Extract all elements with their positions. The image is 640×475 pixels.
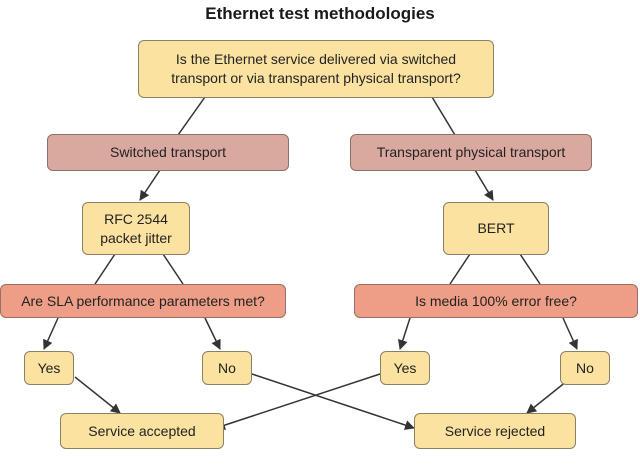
node-media-question: Is media 100% error free? — [354, 284, 638, 318]
transport-question-line-2: transport or via transparent physical tr… — [171, 70, 461, 86]
arrow-transparent-to-bert — [474, 169, 494, 201]
arrow-media-to-no — [562, 317, 578, 350]
arrow-sla-to-no — [204, 317, 221, 350]
connector-rfc-left — [94, 253, 116, 285]
connector-question-to-transparent — [431, 96, 456, 136]
connector-question-to-switched — [177, 96, 206, 136]
connector-bert-right — [519, 253, 541, 285]
rfc-line-2: packet jitter — [100, 229, 172, 246]
transport-question-line-1: Is the Ethernet service delivered via sw… — [175, 51, 457, 67]
arrow-media-yes-to-accepted — [215, 373, 381, 430]
node-switched-transport: Switched transport — [47, 134, 289, 171]
arrow-switched-to-rfc — [139, 169, 161, 201]
arrow-sla-yes-to-accepted — [74, 376, 121, 414]
node-sla-no: No — [202, 351, 252, 385]
arrow-sla-to-yes — [43, 317, 59, 350]
arrow-sla-no-to-rejected — [251, 373, 415, 430]
arrow-media-to-yes — [398, 317, 411, 350]
node-service-rejected: Service rejected — [414, 413, 576, 449]
node-sla-yes: Yes — [24, 351, 74, 385]
node-sla-question: Are SLA performance parameters met? — [0, 284, 286, 318]
node-transport-question: Is the Ethernet service delivered via sw… — [138, 40, 494, 98]
node-rfc-2544: RFC 2544 packet jitter — [82, 202, 190, 255]
node-media-yes: Yes — [380, 351, 430, 385]
node-media-no: No — [560, 351, 610, 385]
node-bert: BERT — [443, 202, 549, 255]
diagram-title: Ethernet test methodologies — [205, 4, 435, 23]
node-service-accepted: Service accepted — [60, 413, 224, 449]
node-transparent-transport: Transparent physical transport — [350, 134, 592, 171]
rfc-line-1: RFC 2544 — [104, 210, 168, 227]
connector-rfc-right — [162, 253, 184, 285]
connector-bert-left — [449, 253, 471, 285]
